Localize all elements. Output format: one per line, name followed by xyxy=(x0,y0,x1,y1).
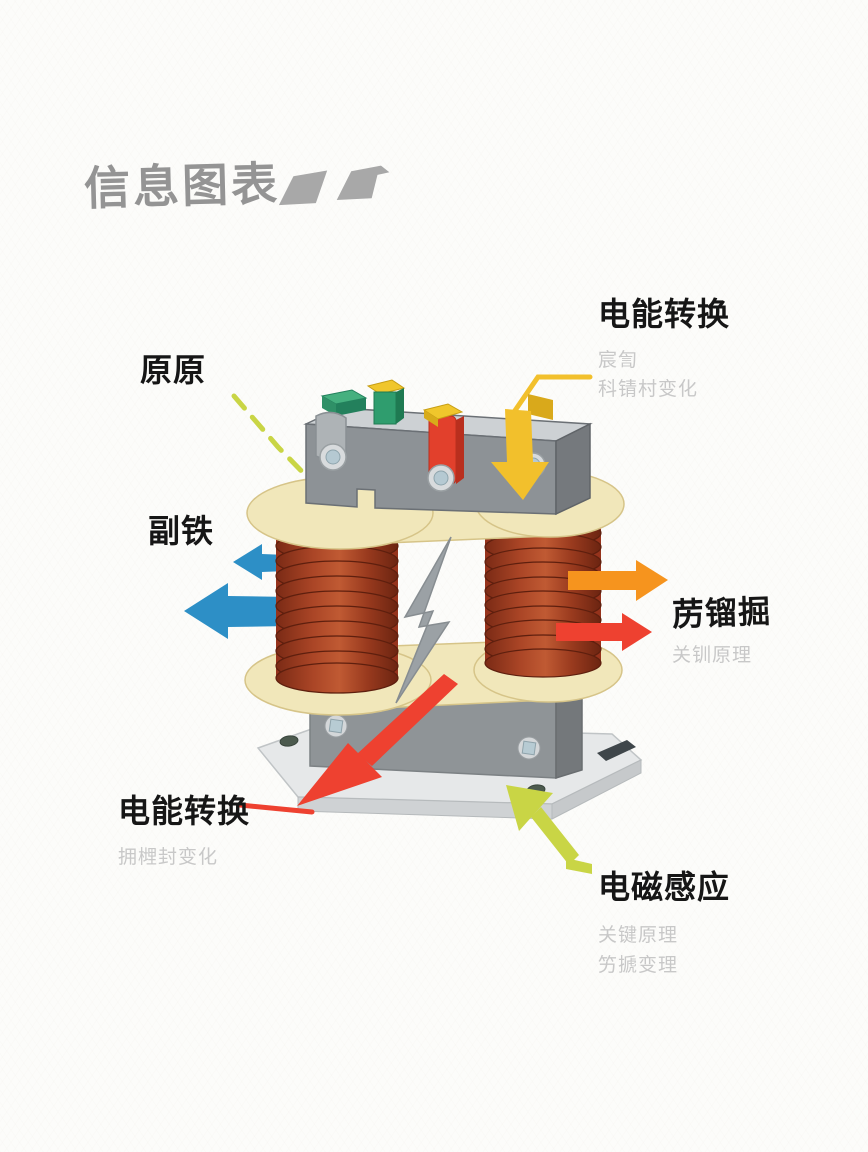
base-slot xyxy=(597,740,636,761)
primary-dashed-leader-line xyxy=(231,393,322,492)
induction-arrow xyxy=(506,785,592,874)
label-primary: 原原 xyxy=(140,345,206,391)
energy-bottom-arrow xyxy=(237,674,458,815)
bolt xyxy=(324,714,348,738)
label-energy-conversion-bottom-sub: 拥榸封变化 xyxy=(118,847,219,868)
green-clamp-block xyxy=(320,389,368,416)
label-energy-conversion-top-sub2: 科锖村变化 xyxy=(598,379,699,400)
label-primary-title: 原原 xyxy=(140,352,207,388)
output-arrow-red xyxy=(556,613,652,651)
label-energy-conversion-top: 电能转换 宸訇 科锖村变化 xyxy=(598,289,730,401)
bolt xyxy=(427,464,455,492)
output-arrow-orange xyxy=(568,560,668,601)
label-induction: 电磁感应 关键原理 竻搋变理 xyxy=(598,862,730,977)
label-energy-conversion-top-sub1: 宸訇 xyxy=(598,350,639,371)
label-induction-sub1: 关键原理 xyxy=(598,925,679,946)
secondary-arrow-small xyxy=(233,544,312,580)
label-secondary-iron: 副铁 xyxy=(148,506,214,552)
green-terminal xyxy=(366,379,406,425)
label-induction-sub2: 竻搋变理 xyxy=(598,955,679,976)
label-output-sub: 关钏原理 xyxy=(672,645,753,666)
label-energy-conversion-top-title: 电能转换 xyxy=(598,296,731,332)
label-secondary-iron-title: 副铁 xyxy=(148,513,215,549)
label-induction-title: 电磁感应 xyxy=(598,869,731,905)
bolt xyxy=(517,736,541,760)
label-energy-conversion-bottom-title: 电能转换 xyxy=(118,793,251,829)
label-output: 苈镏掘 关钏原理 xyxy=(671,588,772,667)
label-output-title: 苈镏掘 xyxy=(671,593,772,633)
energy-input-arrow xyxy=(491,394,553,500)
title-dash-icon xyxy=(278,165,390,206)
lightning-bolt-icon xyxy=(395,536,452,704)
label-energy-conversion-bottom: 电能转换 拥榸封变化 xyxy=(118,786,250,869)
base-screw-hole xyxy=(279,735,299,747)
energy-top-leader-line xyxy=(511,374,593,415)
bolt xyxy=(319,443,347,471)
